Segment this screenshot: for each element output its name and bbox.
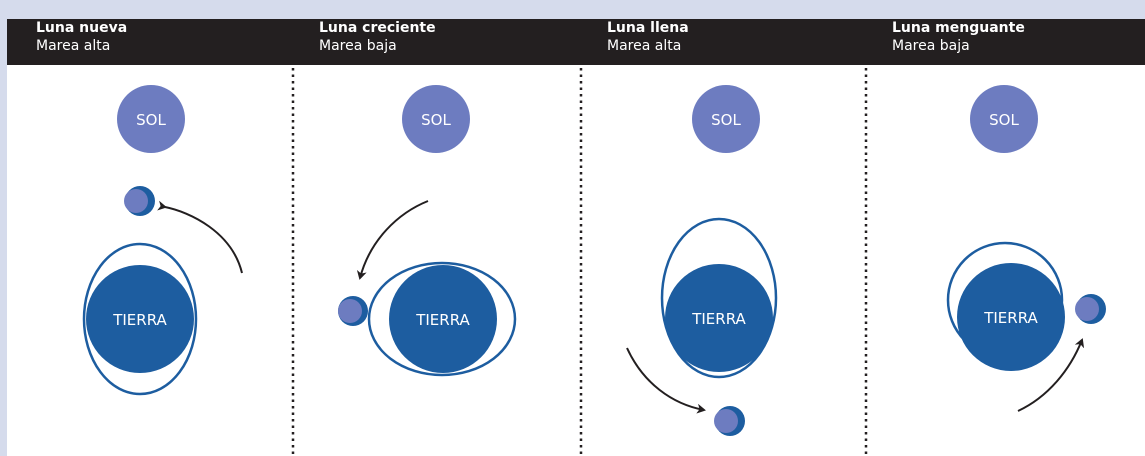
moon [1075,294,1106,324]
sun [692,85,760,153]
moon [338,296,368,326]
earth [957,263,1065,371]
sun-label: SOL [989,111,1019,129]
diagram-area [7,65,1145,456]
phase-title-last-quarter: Luna menguante [892,20,1025,36]
orbit-arrow [626,347,706,414]
tide-label-full-moon: Marea alta [607,38,682,54]
sun [402,85,470,153]
earth-label: TIERRA [112,311,167,329]
sun [970,85,1038,153]
phase-new-moon-diagram: SOL TIERRA [82,85,243,396]
earth-label: TIERRA [983,309,1038,327]
tide-label-new-moon: Marea alta [36,38,111,54]
orbit-arrow [1017,338,1085,412]
phase-full-moon-diagram: SOL TIERRA [626,85,778,436]
sun-label: SOL [711,111,741,129]
earth [665,264,773,372]
earth-label: TIERRA [415,311,470,329]
sun-label: SOL [421,111,451,129]
earth [86,265,194,373]
phase-title-new-moon: Luna nueva [36,20,128,36]
moon [714,406,745,436]
orbit-arrow [356,200,429,280]
sun [117,85,185,153]
phase-title-first-quarter: Luna creciente [319,20,436,36]
earth-label: TIERRA [691,310,746,328]
phase-title-full-moon: Luna llena [607,20,689,36]
tide-label-last-quarter: Marea baja [892,38,970,54]
moon [124,186,155,216]
earth [389,265,497,373]
tide-label-first-quarter: Marea baja [319,38,397,54]
header-band [7,19,1145,65]
orbit-arrow [157,200,243,274]
phase-first-quarter-diagram: SOL TIERRA [338,85,517,377]
phase-last-quarter-diagram: SOL TIERRA [946,85,1106,412]
sun-label: SOL [136,111,166,129]
